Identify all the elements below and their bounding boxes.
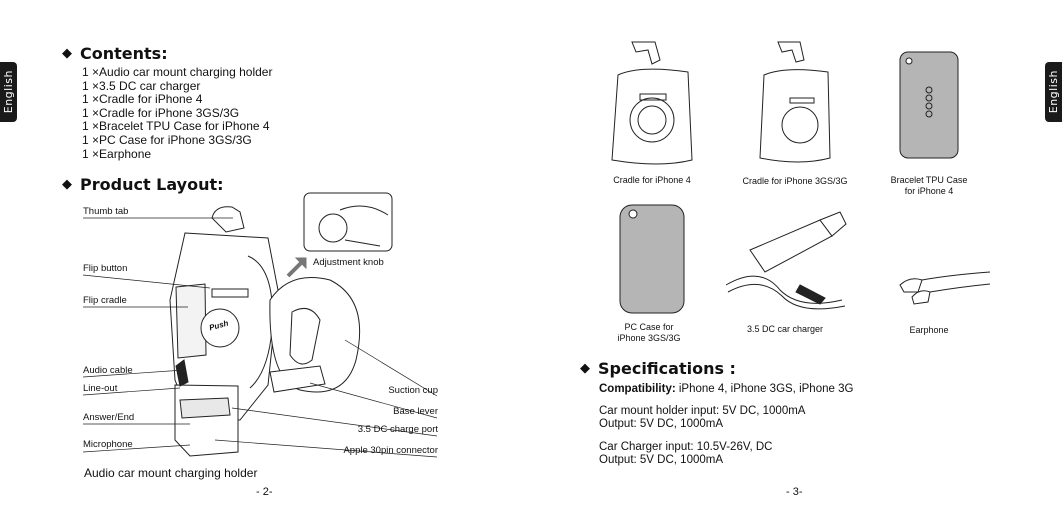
contents-heading-text: Contents: <box>80 44 168 63</box>
spec-compatibility: Compatibility: iPhone 4, iPhone 3GS, iPh… <box>599 383 853 396</box>
page-number-left: - 2- <box>256 486 273 498</box>
figure-caption: Audio car mount charging holder <box>84 466 258 480</box>
contents-list: 1 ×Audio car mount charging holder 1 ×3.… <box>82 65 273 161</box>
list-item: 1 ×Bracelet TPU Case for iPhone 4 <box>82 119 270 134</box>
callout-thumb-tab: Thumb tab <box>83 206 129 217</box>
diamond-bullet-icon: ◆ <box>62 177 72 192</box>
callout-base-lever: Base lever <box>393 406 438 417</box>
caption-pc-case-line1: PC Case for <box>624 322 674 332</box>
specs-heading-text: Specifications : <box>598 359 736 378</box>
caption-car-charger: 3.5 DC car charger <box>746 324 824 334</box>
caption-bracelet-line1: Bracelet TPU Case <box>890 175 968 185</box>
holder-output: Output: 5V DC, 1000mA <box>599 418 724 430</box>
caption-pc-case-line2: iPhone 3GS/3G <box>617 333 681 343</box>
callout-flip-cradle: Flip cradle <box>83 295 127 306</box>
callout-microphone: Microphone <box>83 439 133 450</box>
bracelet-case-illustration <box>899 51 959 159</box>
contents-heading: ◆ Contents: <box>62 44 168 63</box>
layout-heading-text: Product Layout: <box>80 175 224 194</box>
callout-30pin-connector: Apple 30pin connector <box>343 445 438 456</box>
callout-adjustment-knob: Adjustment knob <box>313 257 384 268</box>
caption-pc-case: PC Case for iPhone 3GS/3G <box>600 322 698 344</box>
caption-cradle-3gs: Cradle for iPhone 3GS/3G <box>742 176 848 186</box>
specs-heading: ◆ Specifications : <box>580 359 736 378</box>
page-number-right: - 3- <box>786 486 803 498</box>
cradle-iphone4-illustration <box>611 41 693 165</box>
callout-suction-cup: Suction cup <box>388 385 438 396</box>
spec-holder: Car mount holder input: 5V DC, 1000mA Ou… <box>599 405 805 431</box>
list-item: 1 ×Cradle for iPhone 3GS/3G <box>82 105 240 120</box>
car-charger-illustration <box>725 211 847 310</box>
diamond-bullet-icon: ◆ <box>62 46 72 61</box>
charger-output: Output: 5V DC, 1000mA <box>599 454 724 466</box>
callout-line-out: Line-out <box>83 383 118 394</box>
caption-cradle-iphone4: Cradle for iPhone 4 <box>613 175 691 185</box>
list-item: 1 ×Earphone <box>82 146 152 161</box>
callout-answer-end: Answer/End <box>83 412 135 423</box>
compatibility-value: iPhone 4, iPhone 3GS, iPhone 3G <box>678 383 854 395</box>
list-item: 1 ×PC Case for iPhone 3GS/3G <box>82 132 252 147</box>
spec-charger: Car Charger input: 10.5V-26V, DC Output:… <box>599 441 772 467</box>
holder-input: Car mount holder input: 5V DC, 1000mA <box>599 405 806 417</box>
caption-bracelet-case: Bracelet TPU Case for iPhone 4 <box>872 175 986 197</box>
list-item: 1 ×Audio car mount charging holder <box>82 65 273 79</box>
callout-charge-port: 3.5 DC charge port <box>357 424 438 435</box>
callout-audio-cable: Audio cable <box>83 365 133 376</box>
diamond-bullet-icon: ◆ <box>580 361 590 376</box>
layout-heading: ◆ Product Layout: <box>62 175 224 194</box>
caption-bracelet-line2: for iPhone 4 <box>904 186 954 196</box>
compatibility-label: Compatibility: <box>599 383 676 395</box>
list-item: 1 ×Cradle for iPhone 4 <box>82 92 203 107</box>
earphone-illustration <box>899 271 991 305</box>
charger-input: Car Charger input: 10.5V-26V, DC <box>599 441 773 453</box>
cradle-3gs-illustration <box>759 41 831 163</box>
callout-flip-button: Flip button <box>83 263 128 274</box>
pc-case-illustration <box>619 204 685 314</box>
language-tab-left: English <box>0 62 17 122</box>
language-tab-right: English <box>1045 62 1062 122</box>
caption-earphone: Earphone <box>909 325 949 335</box>
list-item: 1 ×3.5 DC car charger <box>82 78 201 93</box>
